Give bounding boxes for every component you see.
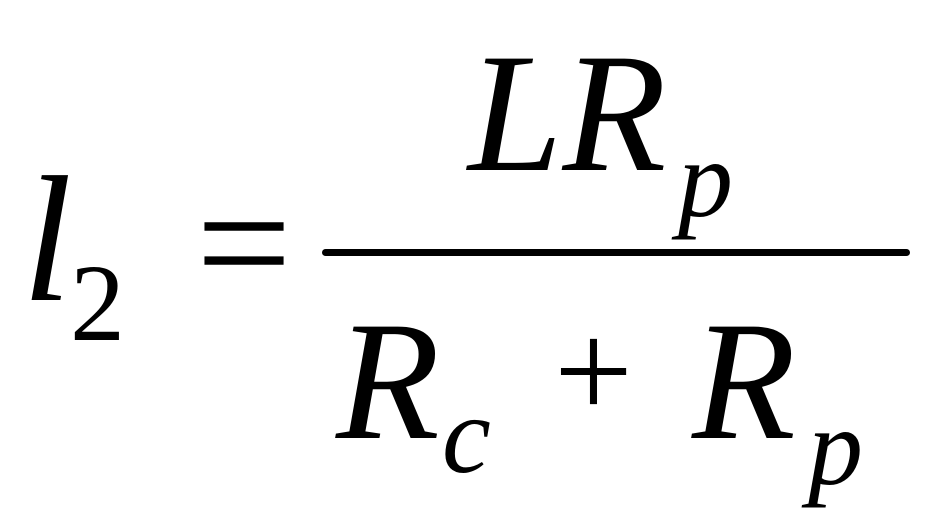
numerator-main: LR xyxy=(468,19,667,207)
numerator-subscript: p xyxy=(678,118,733,240)
equals-sign: = xyxy=(196,149,292,337)
lhs-subscript: 2 xyxy=(70,242,125,364)
lhs-variable: l xyxy=(22,140,73,339)
fraction-bar xyxy=(322,249,910,256)
denominator-term1-subscript: c xyxy=(442,374,491,496)
denominator-term2-main: R xyxy=(692,287,796,475)
denominator-term2-subscript: p xyxy=(808,386,863,508)
plus-sign: + xyxy=(554,294,633,449)
denominator-term1-main: R xyxy=(336,287,440,475)
